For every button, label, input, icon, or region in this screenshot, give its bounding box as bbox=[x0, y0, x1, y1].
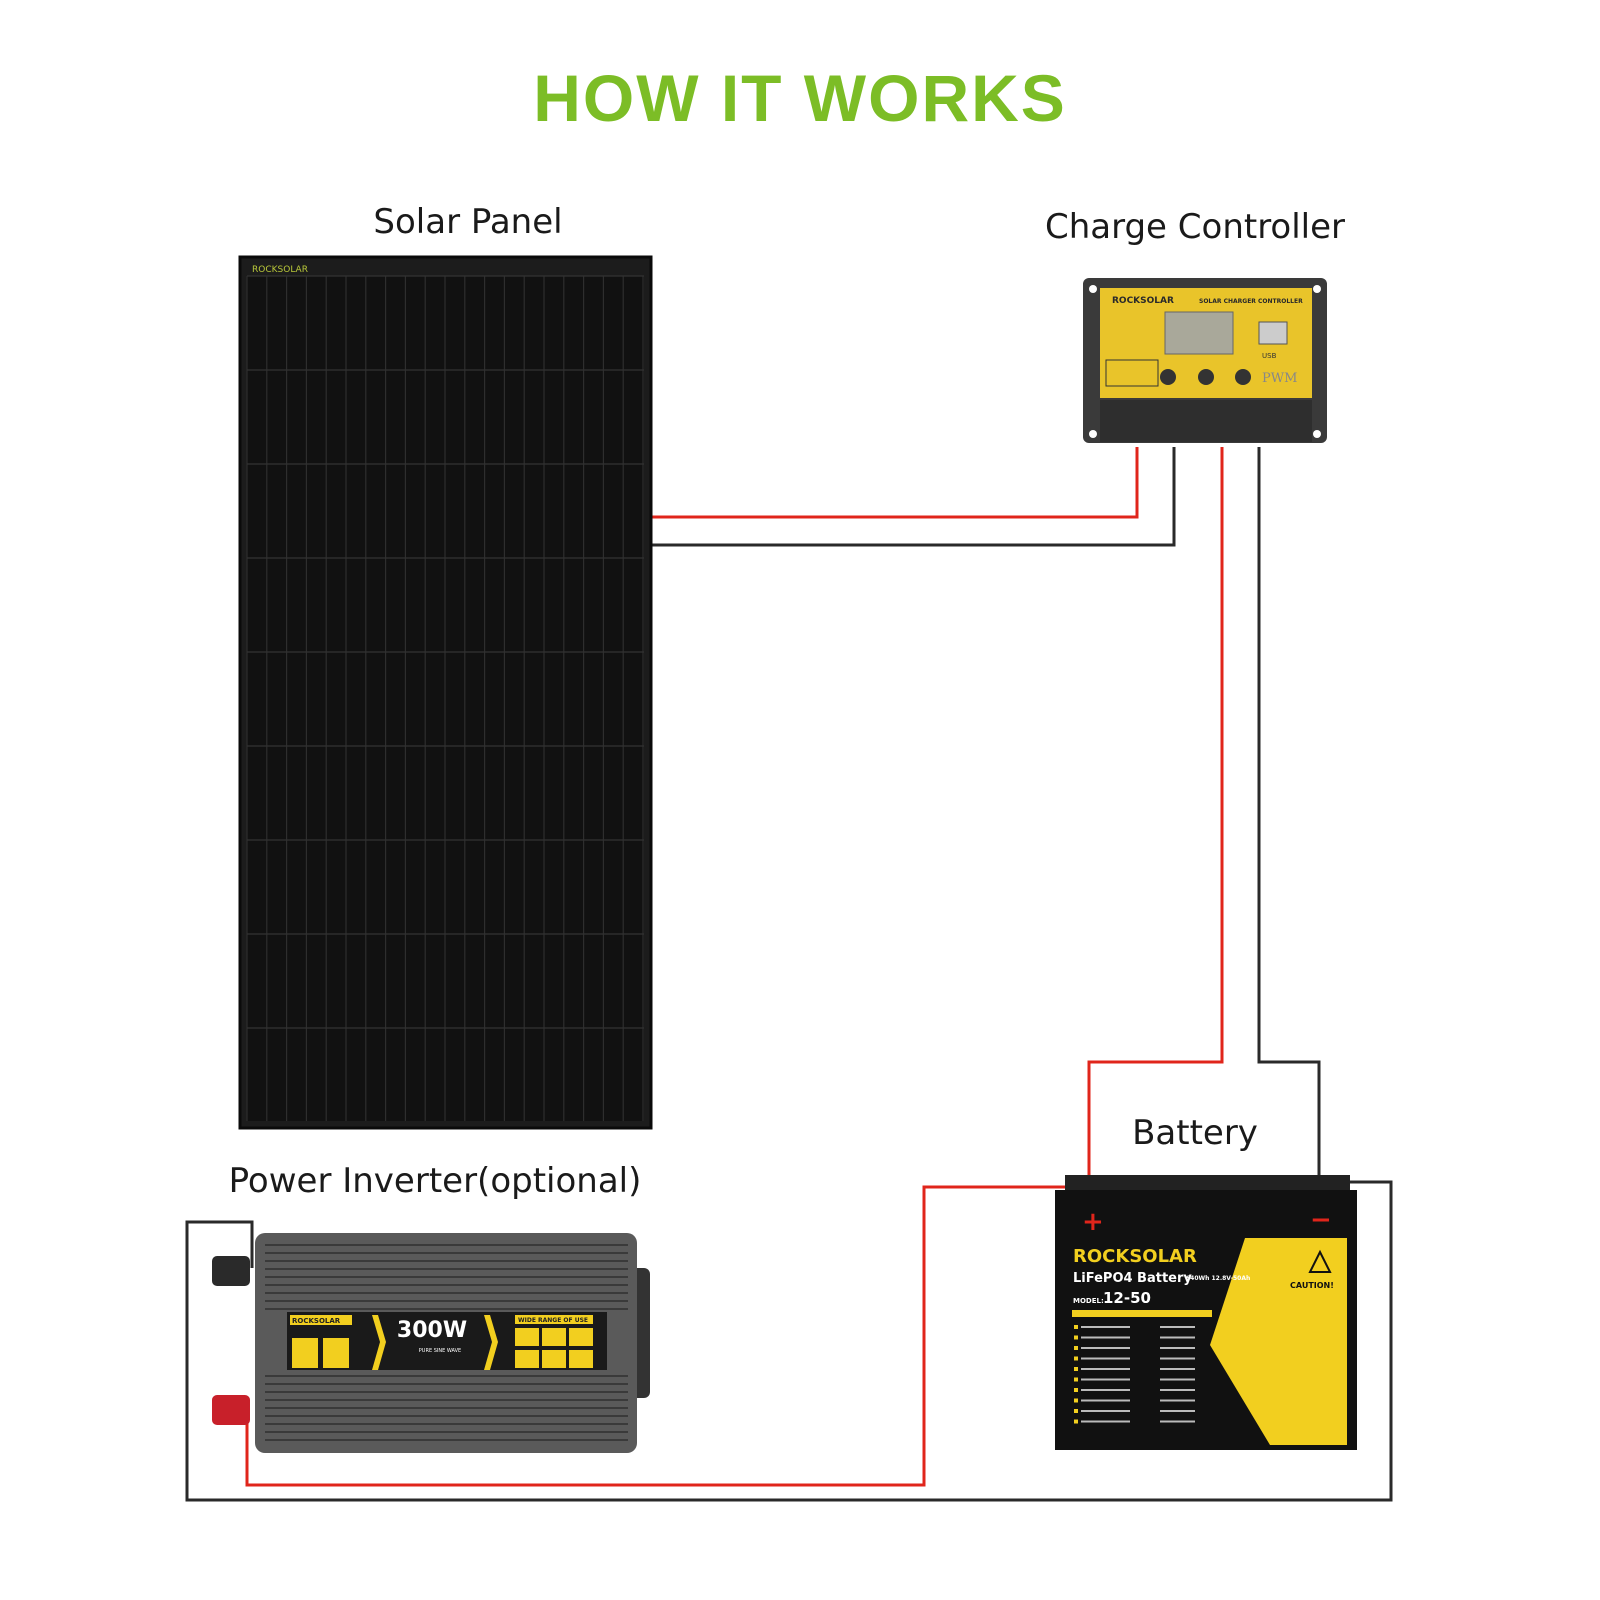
inverter-positive-wire bbox=[245, 1185, 1090, 1487]
battery-caution: CAUTION! bbox=[1290, 1281, 1334, 1290]
solar-panel: ROCKSOLAR bbox=[238, 255, 653, 1130]
inverter-negative-terminal bbox=[212, 1256, 250, 1286]
solar-panel-brand: ROCKSOLAR bbox=[252, 265, 308, 275]
inverter-use: WIDE RANGE OF USE bbox=[518, 1317, 588, 1324]
battery-label: Battery bbox=[1132, 1113, 1258, 1153]
usb-label: USB bbox=[1262, 352, 1277, 360]
panel-positive-wire bbox=[651, 447, 1139, 519]
battery-negative-wire bbox=[1257, 447, 1321, 1182]
battery-model-label: MODEL: bbox=[1073, 1297, 1104, 1305]
positive-terminal-icon: + bbox=[1082, 1207, 1104, 1237]
inverter-negative-wire bbox=[185, 1180, 1393, 1502]
panel-negative-wire bbox=[651, 447, 1176, 547]
inverter-power: 300W bbox=[397, 1318, 467, 1343]
usb-ports bbox=[1258, 321, 1288, 345]
inverter-brand: ROCKSOLAR bbox=[292, 1317, 341, 1325]
battery-positive-wire bbox=[1087, 447, 1224, 1186]
minus-button bbox=[1235, 369, 1251, 385]
controller-brand: ROCKSOLAR bbox=[1112, 296, 1174, 306]
battery-model: 12-50 bbox=[1103, 1289, 1151, 1307]
battery-brand: ROCKSOLAR bbox=[1073, 1246, 1197, 1267]
inverter-label: Power Inverter(optional) bbox=[228, 1161, 642, 1201]
controller-subtitle: SOLAR CHARGER CONTROLLER bbox=[1199, 298, 1303, 305]
charge-controller-label: Charge Controller bbox=[1044, 207, 1346, 247]
warning-icon bbox=[1308, 1249, 1332, 1273]
inverter-positive-terminal bbox=[212, 1395, 250, 1425]
battery-capacity: 640Wh 12.8V-50Ah bbox=[1186, 1275, 1250, 1282]
plus-button bbox=[1198, 369, 1214, 385]
pwm-label: PWM bbox=[1262, 371, 1297, 386]
menu-button bbox=[1160, 369, 1176, 385]
battery-product: LiFePO4 Battery bbox=[1073, 1271, 1192, 1286]
charge-controller: ROCKSOLAR SOLAR CHARGER CONTROLLER USB P… bbox=[1083, 278, 1327, 443]
controller-lcd bbox=[1164, 311, 1234, 355]
negative-terminal-icon: − bbox=[1310, 1205, 1332, 1235]
power-inverter: ROCKSOLAR 300W PURE SINE WAVE WIDE RANGE… bbox=[212, 1233, 650, 1453]
battery: + − ROCKSOLAR LiFePO4 Battery 640Wh 12.8… bbox=[1055, 1175, 1357, 1450]
inverter-wave: PURE SINE WAVE bbox=[419, 1348, 461, 1354]
solar-panel-label: Solar Panel bbox=[373, 202, 563, 242]
page-title: HOW IT WORKS bbox=[533, 61, 1067, 135]
